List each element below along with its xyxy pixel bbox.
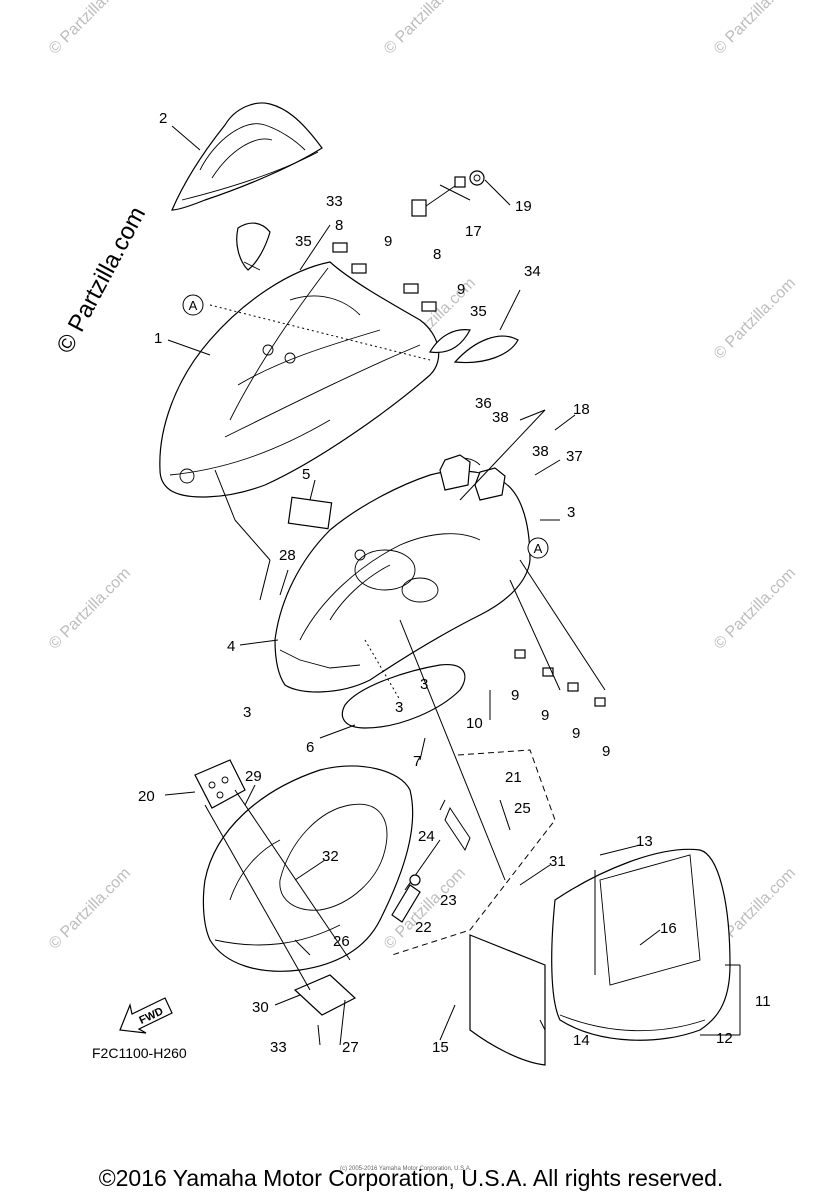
part-1-upper-hood: [159, 261, 440, 498]
part-label: 23: [440, 892, 457, 909]
part-label: 29: [245, 768, 262, 785]
part-label: 11: [755, 993, 771, 1010]
part-label: 5: [302, 466, 310, 483]
part-label: 3: [395, 699, 403, 716]
part-label: 38: [492, 409, 509, 426]
watermark: © Partzilla.com: [46, 565, 134, 653]
part-label: 38: [532, 443, 549, 460]
small-parts-top: [332, 170, 519, 364]
part-label: 3: [243, 704, 251, 721]
part-label: 21: [505, 769, 522, 786]
part-label: 25: [514, 800, 531, 817]
guide-lines: [204, 224, 741, 1036]
part-label: 32: [322, 848, 339, 865]
part-label: 30: [252, 999, 269, 1016]
part-label: 4: [227, 638, 235, 655]
part-label: 33: [270, 1039, 287, 1056]
part-label: 28: [279, 547, 296, 564]
part-label: 33: [326, 193, 343, 210]
part-label: 3: [567, 504, 575, 521]
part-label: 9: [572, 725, 580, 742]
part-4-inner-hood: [274, 454, 531, 693]
part-20-bracket: [194, 759, 246, 809]
part-label: 9: [511, 687, 519, 704]
callout-letter: A: [189, 298, 198, 313]
watermark: © Partzilla.com: [711, 0, 799, 58]
part-label: 22: [415, 919, 432, 936]
part-label: 9: [457, 281, 465, 298]
part-30-bracket: [293, 974, 357, 1016]
part-label: 20: [138, 788, 155, 805]
leader-lines: [164, 125, 661, 1046]
part-label: 17: [465, 223, 482, 240]
part-label: 14: [573, 1032, 590, 1049]
part-label: 6: [306, 739, 314, 756]
watermark: © Partzilla.com: [46, 0, 134, 58]
part-label: 35: [470, 303, 487, 320]
part-label: 3: [420, 676, 428, 693]
part-7-gasket: [341, 663, 466, 729]
part-label: 27: [342, 1039, 359, 1056]
part-label: 19: [515, 198, 532, 215]
watermark-layer: © Partzilla.com © Partzilla.com © Partzi…: [46, 0, 799, 953]
part-label: 37: [566, 448, 583, 465]
part-2-top-cover: [171, 102, 323, 211]
part-label: 13: [636, 833, 653, 850]
part-label: 1: [154, 330, 162, 347]
part-label: 31: [549, 853, 566, 870]
watermark: © Partzilla.com: [711, 565, 799, 653]
part-9-pads: [514, 649, 606, 707]
small-copyright: (c) 2005-2016 Yamaha Motor Corporation, …: [340, 1166, 472, 1172]
part-label: 9: [602, 743, 610, 760]
part-label: 15: [432, 1039, 449, 1056]
lower-deck-body: [202, 765, 414, 972]
copyright-footer: ©2016 Yamaha Motor Corporation, U.S.A. A…: [99, 1165, 724, 1191]
part-label: 16: [660, 920, 677, 937]
callout-letter: A: [534, 541, 543, 556]
part-label: 35: [295, 233, 312, 250]
fwd-arrow-icon: FWD: [119, 997, 173, 1034]
part-label: 8: [433, 246, 441, 263]
part-label: 18: [573, 401, 590, 418]
part-14-lid: [469, 934, 546, 1066]
part-label: 34: [524, 263, 541, 280]
diagram-code: F2C1100-H260: [92, 1045, 187, 1061]
callout-a-mid: A: [527, 537, 549, 559]
watermark: © Partzilla.com: [46, 865, 134, 953]
part-label: 2: [159, 110, 167, 127]
part-5-plate: [287, 496, 333, 530]
part-label: 10: [466, 715, 483, 732]
callout-a-top: A: [182, 294, 204, 316]
gas-spring: [391, 806, 471, 923]
part-label: 36: [475, 395, 492, 412]
part-label: 24: [418, 828, 435, 845]
part-label: 9: [541, 707, 549, 724]
watermark-large: © Partzilla.com: [51, 202, 151, 357]
part-labels: 2 1 33 35 8 9 8 9 17 19 34 35 36 38 18 3…: [138, 110, 771, 1056]
part-label: 7: [413, 753, 421, 770]
part-label: 26: [333, 933, 350, 950]
part-label: 9: [384, 233, 392, 250]
part-label: 8: [335, 217, 343, 234]
watermark: © Partzilla.com: [711, 275, 799, 363]
watermark: © Partzilla.com: [381, 0, 469, 58]
part-36-37-cover: [236, 222, 271, 271]
part-label: 12: [716, 1030, 733, 1047]
